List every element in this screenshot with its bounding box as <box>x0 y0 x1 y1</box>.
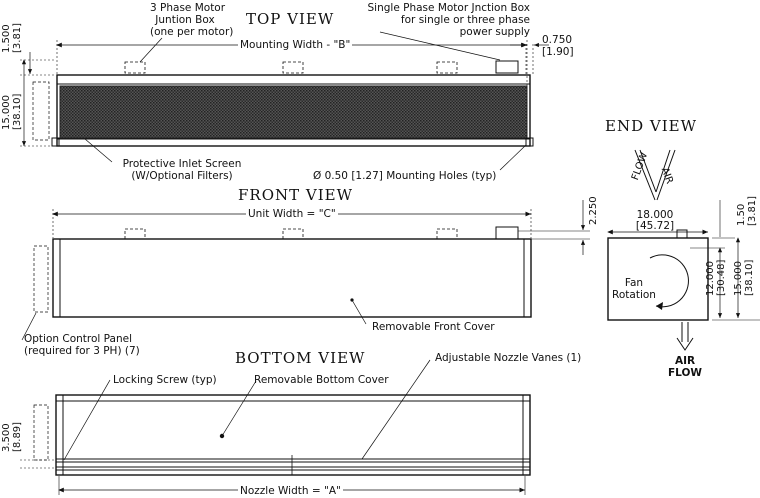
front-view-drawing <box>21 200 590 341</box>
end-view-title: END VIEW <box>605 117 697 135</box>
locking-screw-callout: Locking Screw (typ) <box>113 374 217 386</box>
motor-3ph-line-2: Juntion Box <box>155 14 215 26</box>
dim-3810-top: [38.10] <box>12 93 23 130</box>
fan-rotation-label: Fan Rotation <box>608 277 660 301</box>
front-view-title: FRONT VIEW <box>238 186 354 204</box>
dim-2250: 2.250 <box>588 196 599 225</box>
dim-15000-end: 15.000 <box>733 261 744 296</box>
dim-12000: 12.000 <box>705 261 716 296</box>
dim-889: [8.89] <box>12 421 23 452</box>
bottom-cover-callout: Removable Bottom Cover <box>254 374 389 386</box>
dim-4572: [45.72] <box>635 220 675 232</box>
cover-dot <box>350 298 354 302</box>
motor-1ph-line-1: Single Phase Motor Jnction Box <box>367 2 530 14</box>
mounting-width-label: Mounting Width - "B" <box>238 39 353 51</box>
dim-0750: 0.750 <box>542 34 573 46</box>
end-view-drawing <box>607 149 760 351</box>
option-panel-line-2: (required for 3 PH) (7) <box>24 345 140 357</box>
top-view-title: TOP VIEW <box>246 10 335 28</box>
motor-1ph-callout: Single Phase Motor Jnction Box for singl… <box>352 2 530 38</box>
dim-150: 1.50 <box>736 203 747 226</box>
nozzle-width-label: Nozzle Width = "A" <box>238 485 343 497</box>
bottom-view-drawing <box>20 359 531 495</box>
motor-1ph-line-2: for single or three phase <box>400 14 530 26</box>
dim-381-top: [3.81] <box>12 22 23 53</box>
fan-rotation-arrowhead <box>656 302 663 310</box>
air-flow-out-line-2: FLOW <box>668 367 702 379</box>
unit-width-label: Unit Width = "C" <box>246 208 338 220</box>
dim-1500: 1.500 <box>1 24 12 53</box>
inlet-screen-line-1: Protective Inlet Screen <box>122 158 242 170</box>
dim-3810-end: [38.10] <box>744 259 755 296</box>
bottom-view-title: BOTTOM VIEW <box>235 349 366 367</box>
motor-3ph-line-3: (one per motor) <box>150 26 234 38</box>
option-panel-callout: Option Control Panel (required for 3 PH)… <box>24 333 140 357</box>
air-flow-out-label: AIR FLOW <box>662 355 708 379</box>
inlet-screen-callout: Protective Inlet Screen (W/Optional Filt… <box>112 158 252 182</box>
dim-3048: [30.48] <box>716 259 727 296</box>
mounting-holes-callout: Ø 0.50 [1.27] Mounting Holes (typ) <box>313 170 497 182</box>
front-cover-callout: Removable Front Cover <box>372 321 495 333</box>
screw-dot <box>219 433 225 439</box>
fan-rotation-line-2: Rotation <box>612 289 656 301</box>
motor-1ph-line-3: power supply <box>459 26 530 38</box>
top-view-drawing <box>20 31 549 171</box>
air-flow-out-line-1: AIR <box>674 355 696 367</box>
nozzle-vanes-callout: Adjustable Nozzle Vanes (1) <box>435 352 582 364</box>
fan-rotation-line-1: Fan <box>624 277 644 289</box>
motor-3ph-line-1: 3 Phase Motor <box>150 2 226 14</box>
dim-190: [1.90] <box>542 46 574 58</box>
dim-381-end: [3.81] <box>747 195 758 226</box>
inlet-screen-line-2: (W/Optional Filters) <box>131 170 233 182</box>
option-panel-line-1: Option Control Panel <box>24 333 132 345</box>
motor-3ph-callout: 3 Phase Motor Juntion Box (one per motor… <box>150 2 234 38</box>
dim-18000: 18.000 <box>636 209 674 221</box>
dim-15000-top: 15.000 <box>1 95 12 130</box>
dim-3500: 3.500 <box>1 423 12 452</box>
